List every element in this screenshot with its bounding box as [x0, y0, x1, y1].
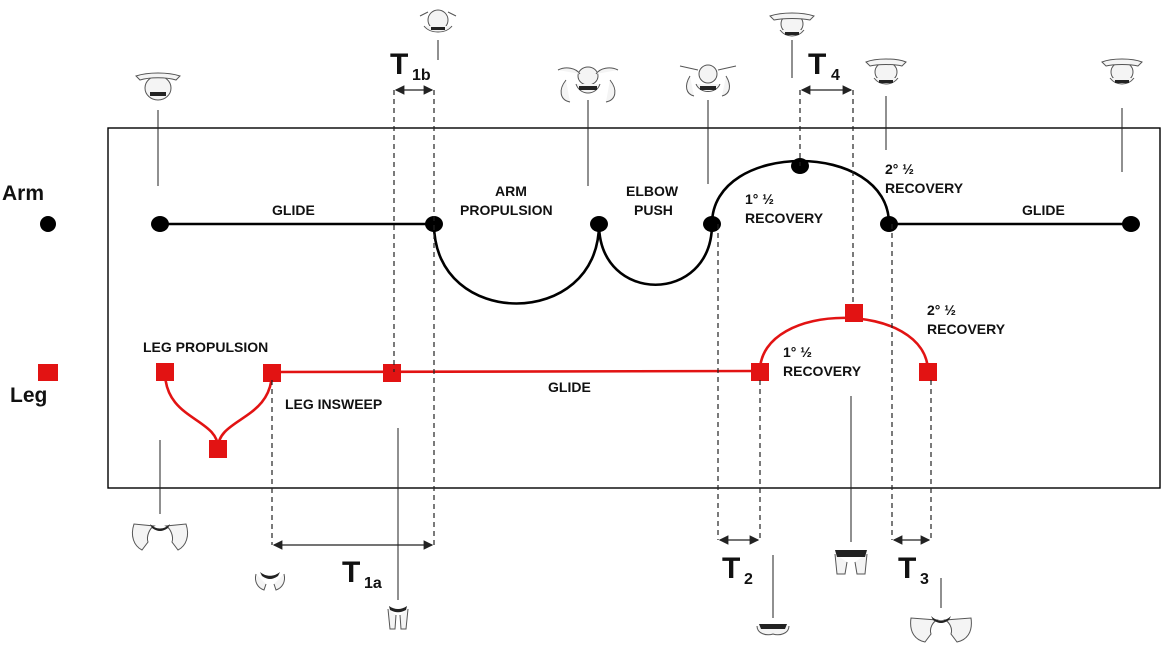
t1b-label-main: T: [390, 48, 408, 81]
t2-label-sub: 2: [744, 571, 753, 588]
leg-node: [209, 440, 227, 458]
timing-guides: [271, 90, 932, 545]
swimmer-legs-icon: [834, 550, 868, 575]
swimmer-arms-icon: [1101, 58, 1143, 85]
leg-second-recovery-label-line2: RECOVERY: [927, 321, 1006, 337]
arm-node: [703, 216, 721, 232]
arm-second-recovery-label-line1: 2° ½: [885, 161, 914, 177]
leg-insweep-curve: [216, 371, 274, 449]
elbow-push-curve: [597, 223, 714, 286]
arm-glide-end-label: GLIDE: [1022, 202, 1065, 218]
leg-legend-marker: [38, 364, 58, 381]
leg-first-recovery-label-line1: 1° ½: [783, 344, 812, 360]
leg-insweep-label: LEG INSWEEP: [285, 396, 382, 412]
swimmer-arms-icon: [419, 9, 457, 33]
arm-node: [590, 216, 608, 232]
t3-label: T 3: [898, 552, 929, 588]
leg-timeline: [156, 304, 937, 458]
arm-second-recovery-label-line2: RECOVERY: [885, 180, 964, 196]
arm-propulsion-label-line2: PROPULSION: [460, 202, 553, 218]
arm-timeline: [151, 158, 1140, 305]
leg-node: [845, 304, 863, 322]
elbow-push-label-line1: ELBOW: [626, 183, 679, 199]
leg-node: [263, 364, 281, 382]
leg-glide-segment: [271, 369, 761, 374]
swimmer-legs-icon: [756, 624, 790, 636]
figure-leaders: [157, 40, 1123, 618]
arm-node: [151, 216, 169, 232]
t4-label-main: T: [808, 48, 826, 81]
swimmer-arms-icon: [557, 66, 619, 103]
swimmer-legs-icon: [131, 523, 189, 551]
t4-label: T 4: [808, 48, 840, 84]
swimmer-legs-icon: [387, 606, 409, 630]
t3-label-main: T: [898, 552, 916, 585]
leg-propulsion-label: LEG PROPULSION: [143, 339, 268, 355]
t1b-label-sub: 1b: [412, 67, 431, 84]
leg-first-recovery-label-line2: RECOVERY: [783, 363, 862, 379]
t1b-label: T 1b: [390, 48, 431, 84]
leg-node: [919, 363, 937, 381]
swimmer-legs-icon: [910, 616, 972, 643]
t1a-label: T 1a: [342, 556, 382, 592]
leg-legend-label: Leg: [10, 384, 47, 407]
t1a-label-main: T: [342, 556, 360, 589]
leg-recovery-arc: [758, 316, 930, 373]
t3-label-sub: 3: [920, 571, 929, 588]
t4-label-sub: 4: [831, 67, 840, 84]
arm-node: [880, 216, 898, 232]
arm-first-recovery-label-line2: RECOVERY: [745, 210, 824, 226]
leg-node: [156, 363, 174, 381]
t2-label: T 2: [722, 552, 753, 588]
diagram-frame: [107, 127, 1161, 489]
t1a-label-sub: 1a: [364, 575, 382, 592]
arm-legend-marker: [40, 216, 56, 232]
arm-propulsion-label-line1: ARM: [495, 183, 527, 199]
t2-label-main: T: [722, 552, 740, 585]
leg-second-recovery-label-line1: 2° ½: [927, 302, 956, 318]
arm-node: [1122, 216, 1140, 232]
swimmer-arms-icon: [769, 12, 815, 37]
leg-node: [751, 363, 769, 381]
arm-propulsion-curve: [432, 223, 601, 305]
arm-node: [425, 216, 443, 232]
swimmer-arms-icon: [865, 58, 907, 85]
leg-node: [383, 364, 401, 382]
arm-first-recovery-label-line1: 1° ½: [745, 191, 774, 207]
swimmer-arms-icon: [679, 64, 737, 97]
arm-glide-label: GLIDE: [272, 202, 315, 218]
swimmer-legs-icon: [255, 572, 285, 591]
swimmer-arms-icon: [135, 72, 181, 101]
arm-legend-label: Arm: [2, 182, 44, 205]
leg-glide-label: GLIDE: [548, 379, 591, 395]
leg-propulsion-curve: [163, 371, 220, 449]
elbow-push-label-line2: PUSH: [634, 202, 673, 218]
